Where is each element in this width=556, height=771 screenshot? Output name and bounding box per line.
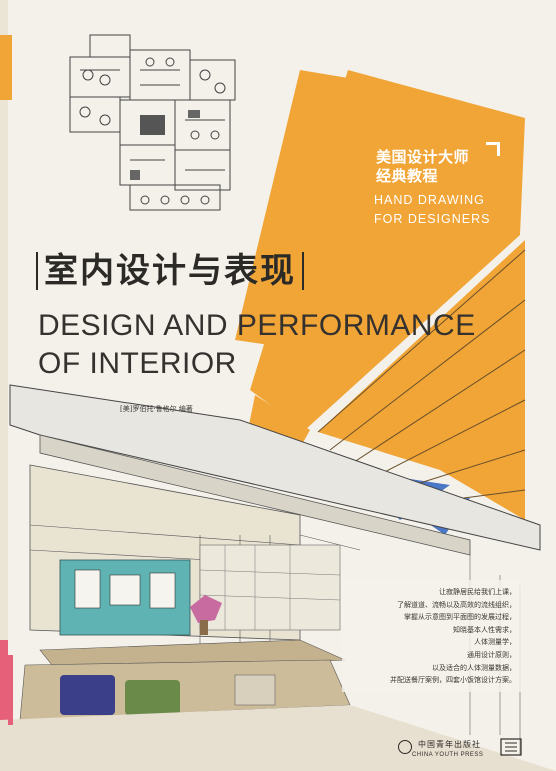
- publisher-logo-icon: [398, 740, 412, 754]
- series-title-cn: 美国设计大师 经典教程: [376, 148, 469, 186]
- spine-label-mark: [0, 640, 8, 750]
- description-line: 通用设计原则，: [467, 650, 516, 659]
- author-credit: [美]罗伯托·鲁格尔 编著: [120, 405, 193, 413]
- corner-bracket: [486, 142, 500, 156]
- spine-edge: [0, 0, 8, 771]
- series-cn-line2: 经典教程: [376, 167, 439, 185]
- book-title-en-line1: DESIGN AND PERFORMANCE: [38, 309, 476, 342]
- publisher-name-cn: 中国青年出版社: [418, 740, 481, 749]
- series-cn-line1: 美国设计大师: [376, 148, 470, 166]
- book-title-en: DESIGN AND PERFORMANCE OF INTERIOR: [38, 307, 476, 383]
- description-line: 人体测量学，: [474, 638, 516, 647]
- description-line: 了解道道、流畅以及高效的流线组织，: [397, 600, 516, 609]
- book-description: 让寂静居民给我们上课， 了解道道、流畅以及高效的流线组织， 掌握从示意图到平面图…: [346, 586, 516, 687]
- description-line: 以及适合的人体测量数据，: [432, 663, 516, 672]
- description-line: 并配送餐厅案例，四套小饭馆设计方案。: [390, 676, 516, 685]
- interior-sketch: [0, 384, 556, 771]
- series-en-line2: FOR DESIGNERS: [374, 212, 491, 226]
- description-line: 掌握从示意图到平面图的发展过程，: [404, 613, 516, 622]
- floor-plan-drawing: [69, 34, 236, 211]
- description-line: 知晓基本人性需求，: [453, 625, 516, 634]
- book-title-cn: 室内设计与表现: [36, 252, 304, 290]
- publisher-seal-icon: [500, 738, 522, 756]
- series-en-line1: HAND DRAWING: [374, 193, 485, 207]
- description-line: 让寂静居民给我们上课，: [439, 588, 516, 596]
- series-title-en: HAND DRAWING FOR DESIGNERS: [374, 191, 491, 229]
- book-title-en-line2: OF INTERIOR: [38, 347, 237, 380]
- description-panel: [342, 580, 522, 692]
- publisher-name-en: CHINA YOUTH PRESS: [412, 752, 484, 758]
